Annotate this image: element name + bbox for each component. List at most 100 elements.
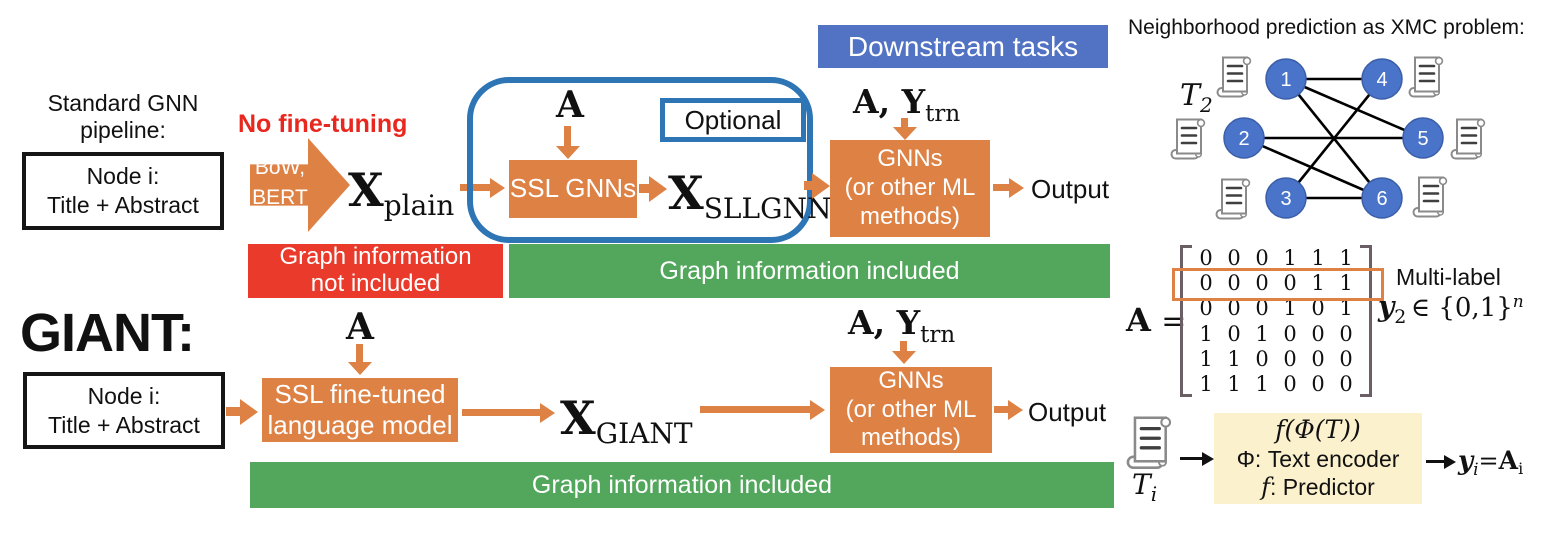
bow-bert-label: BoW, BERT — [252, 156, 308, 209]
node-box-line1: Node i: — [86, 163, 160, 190]
document-scroll-icon — [1126, 416, 1172, 469]
matrix-bracket-right — [1360, 245, 1372, 397]
node-input-box-giant: Node i: Title + Abstract — [23, 372, 225, 449]
matrix-cell: 0 — [1199, 270, 1213, 295]
matrix-cell: 1 — [1227, 372, 1241, 397]
giant-heading: GIANT: — [20, 303, 195, 363]
matrix-cell: 0 — [1283, 270, 1297, 295]
bow-bert-arrow-icon: BoW, BERT — [250, 138, 350, 232]
x-sllgnn-label: XSLLGNN — [668, 166, 832, 225]
graph-node — [1223, 117, 1265, 159]
gnns-box-giant: GNNs (or other ML methods) — [830, 367, 992, 453]
graph-edge — [1285, 77, 1424, 140]
matrix-cell: 1 — [1311, 245, 1325, 270]
graph-node-label: 1 — [1280, 69, 1291, 91]
matrix-cell: 1 — [1227, 346, 1241, 371]
arrow-nodebox-to-sslft — [226, 407, 240, 416]
optional-box: Optional — [660, 98, 806, 142]
graph-node — [1265, 177, 1307, 219]
scroll-icon — [1408, 56, 1444, 98]
text-encoder-line: Φ: Text encoder — [1236, 446, 1400, 473]
arrow-sslgnns-to-xsllgnn — [639, 184, 649, 193]
matrix-cell: 1 — [1339, 245, 1353, 270]
xmc-panel-title: Neighborhood prediction as XMC problem: — [1128, 16, 1525, 39]
a-ytrn-label-top: A, Ytrn — [853, 82, 961, 127]
matrix-cell: 1 — [1283, 245, 1297, 270]
graph-node-label: 5 — [1417, 128, 1428, 150]
node-input-box-standard: Node i: Title + Abstract — [22, 152, 224, 230]
graph-node — [1361, 58, 1403, 100]
standard-pipeline-heading: Standard GNN pipeline: — [47, 90, 199, 144]
no-finetuning-label: No fine-tuning — [238, 110, 408, 138]
arrow-ti-to-predictor — [1180, 457, 1202, 460]
matrix-cell: 0 — [1283, 346, 1297, 371]
matrix-cell: 0 — [1283, 321, 1297, 346]
matrix-row2-highlight — [1172, 268, 1384, 301]
document-scroll-icon — [1126, 416, 1172, 469]
matrix-cell: 0 — [1339, 346, 1353, 371]
graph-node — [1361, 177, 1403, 219]
matrix-cell: 1 — [1199, 321, 1213, 346]
matrix-cell: 0 — [1255, 245, 1269, 270]
scroll-icon — [1450, 118, 1486, 160]
matrix-cell: 1 — [1339, 296, 1353, 321]
matrix-cell: 0 — [1311, 296, 1325, 321]
matrix-cell: 0 — [1227, 245, 1241, 270]
graph-edge — [1284, 78, 1384, 199]
node-box-line2: Title + Abstract — [47, 192, 199, 218]
graph-info-not-included-banner: Graph information not included — [248, 243, 503, 298]
graph-edge — [1243, 136, 1383, 200]
matrix-lhs: A = — [1126, 301, 1187, 339]
graph-info-included-banner-top: Graph information included — [509, 244, 1110, 298]
predictor-box: f(Φ(T)) Φ: Text encoder f: Predictor — [1214, 413, 1422, 504]
matrix-cell: 0 — [1199, 245, 1213, 270]
matrix-cell: 1 — [1283, 296, 1297, 321]
matrix-cell: 0 — [1339, 321, 1353, 346]
matrix-cell: 0 — [1227, 296, 1241, 321]
matrix-cell: 1 — [1339, 270, 1353, 295]
arrow-xplain-to-sslgnns — [460, 184, 490, 191]
matrix-cell: 1 — [1199, 346, 1213, 371]
node-box-line1: Node i: — [87, 382, 161, 409]
scroll-icon — [1215, 178, 1251, 220]
arrow-aytrn-to-gnns-bottom — [900, 341, 907, 351]
matrix-cell: 1 — [1199, 372, 1213, 397]
matrix-cell: 1 — [1255, 321, 1269, 346]
graph-node — [1402, 117, 1444, 159]
t2-label: T2 — [1180, 78, 1213, 117]
matrix-cell: 0 — [1311, 346, 1325, 371]
arrow-aytrn-to-gnns-top — [901, 118, 908, 127]
adjacency-a-label-bottom: A — [346, 306, 374, 348]
matrix-cell: 0 — [1227, 321, 1241, 346]
multi-label-caption: Multi-label — [1396, 264, 1501, 290]
adjacency-a-label-top: A — [556, 84, 584, 126]
matrix-cell: 0 — [1339, 372, 1353, 397]
arrow-a-to-sslgnns — [564, 126, 571, 146]
graph-node-label: 2 — [1238, 128, 1249, 150]
x-giant-label: XGIANT — [560, 391, 693, 450]
scroll-icon — [1412, 176, 1448, 218]
gnns-box-standard: GNNs (or other ML methods) — [830, 140, 990, 237]
output-label-top: Output — [1031, 174, 1110, 204]
matrix-cell: 0 — [1255, 296, 1269, 321]
matrix-cell: 0 — [1311, 372, 1325, 397]
matrix-cell: 1 — [1255, 372, 1269, 397]
matrix-cell: 0 — [1283, 372, 1297, 397]
graph-node-label: 6 — [1376, 188, 1387, 210]
arrow-predictor-to-result — [1426, 460, 1444, 463]
ssl-gnns-box: SSL GNNs — [509, 160, 637, 218]
graph-info-included-banner-bottom: Graph information included — [250, 462, 1114, 508]
output-label-bottom: Output — [1028, 397, 1107, 427]
matrix-cell: 0 — [1255, 270, 1269, 295]
scroll-icon — [1216, 56, 1252, 98]
x-plain-label: Xplain — [348, 163, 455, 222]
a-ytrn-label-bottom: A, Ytrn — [848, 303, 956, 348]
downstream-tasks-banner: Downstream tasks — [818, 25, 1108, 68]
optional-ssl-container — [467, 77, 813, 243]
y2-formula: y2 ∈ {0,1}n — [1378, 290, 1524, 328]
arrow-a-to-sslft — [356, 344, 363, 362]
graph-node-label: 4 — [1376, 69, 1387, 91]
node-box-line2: Title + Abstract — [48, 411, 200, 438]
